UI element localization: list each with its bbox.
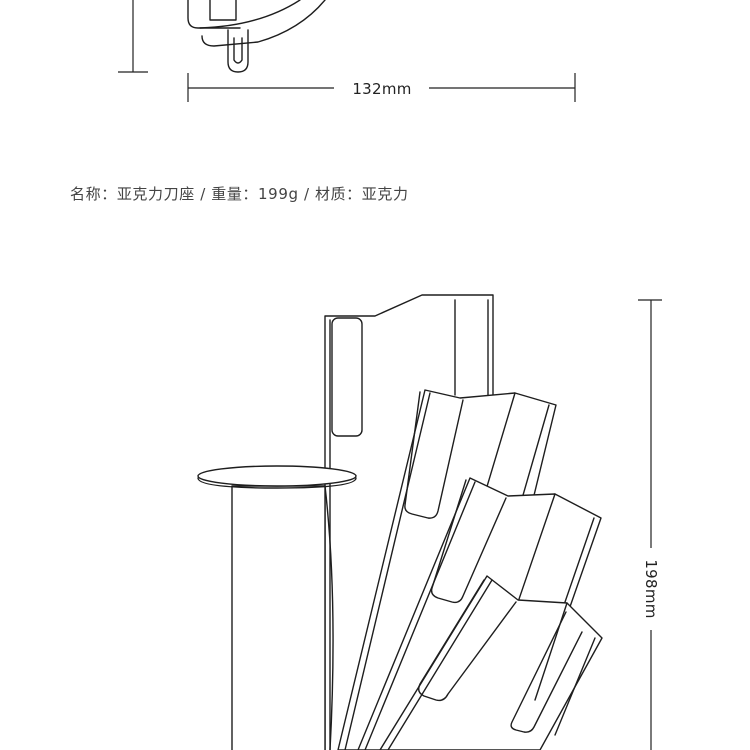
slanted-panel-1-edge <box>344 392 431 750</box>
spec-weight-label: 重量： <box>211 185 259 203</box>
slanted-panel-1-slot <box>404 391 464 519</box>
top-handle-outline <box>187 0 241 29</box>
height-dimension: 198mm <box>638 299 662 750</box>
front-pole-shadow <box>324 485 334 750</box>
slanted-panel-3-slot <box>417 579 517 702</box>
top-handle-inner <box>209 0 237 21</box>
top-hook <box>227 29 249 73</box>
slanted-panel-2-edge <box>364 481 476 750</box>
top-view-drawing <box>118 0 326 73</box>
knife-block-drawing <box>197 294 603 750</box>
slanted-panel-3-crease <box>534 602 568 701</box>
slanted-panel-2-slot <box>430 479 507 604</box>
front-pole-top-disc <box>197 465 357 487</box>
front-pole-disc-thickness <box>197 477 357 489</box>
slanted-panel-3-edge <box>387 579 493 750</box>
spec-material-value: 亚克力 <box>361 185 409 203</box>
width-dimension: 132mm <box>187 73 576 102</box>
spec-material-label: 材质： <box>314 185 362 203</box>
spec-separator-2: / <box>298 185 315 203</box>
spec-line: 名称：亚克力刀座 / 重量：199g / 材质：亚克力 <box>70 183 409 204</box>
spec-name-value: 亚克力刀座 <box>116 185 195 203</box>
slanted-panel-3-slot-right <box>510 611 583 733</box>
height-label: 198mm <box>642 559 660 618</box>
spec-name-label: 名称： <box>70 185 117 203</box>
width-label: 132mm <box>352 80 411 98</box>
spec-separator-1: / <box>194 185 212 203</box>
top-hook-inner <box>233 37 243 64</box>
back-panel-slot <box>331 317 363 437</box>
spec-weight-value: 199g <box>258 185 299 203</box>
top-curve-lower <box>201 0 326 47</box>
slanted-panel-3-right-edge <box>554 637 596 736</box>
front-pole <box>231 485 326 750</box>
top-curve-upper <box>199 0 301 29</box>
